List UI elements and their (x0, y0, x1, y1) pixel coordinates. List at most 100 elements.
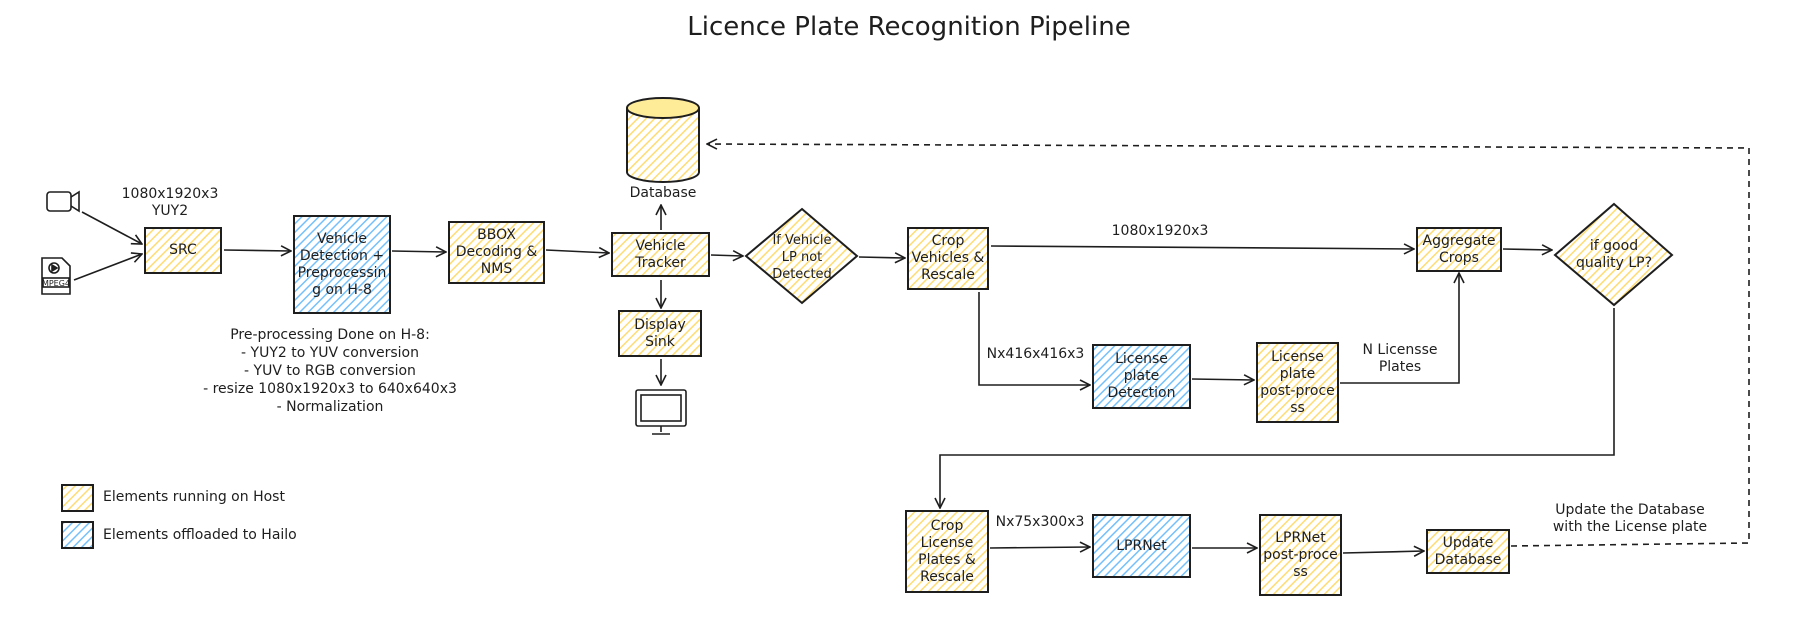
aggregate-line: Aggregate (1422, 232, 1496, 249)
lp-post-box (1256, 342, 1339, 423)
mpeg4-label: MPEG4 (42, 279, 70, 288)
lprnet-label: LPRNet (1116, 537, 1167, 554)
edge-lprnetpost-updatedb (1342, 551, 1424, 553)
update-db-note-line: Update the Database (1555, 502, 1705, 518)
crop-plates-line: Rescale (920, 568, 974, 585)
lprnet-post-line: post-proce (1263, 546, 1338, 563)
edge-file-src (73, 254, 142, 281)
src-meta-size: 1080x1920x3 (121, 186, 219, 202)
vehicle-detection-line: Vehicle (316, 230, 368, 247)
display-sink-box (618, 310, 702, 357)
preprocess-note-item: - YUY2 to YUV conversion (241, 345, 419, 361)
update-db-line: Update (1442, 534, 1494, 551)
src-meta-format: YUY2 (151, 203, 189, 219)
src-box (144, 227, 222, 274)
legend-hailo-swatch (61, 521, 94, 549)
good-quality-line: quality LP? (1575, 255, 1652, 271)
crop-plates-line: License (920, 534, 974, 551)
edge-aggregate-quality (1502, 249, 1552, 250)
if-lp-not-detected-label: If Vehicle LP not Detected (756, 226, 848, 288)
edge-camera-src (81, 211, 142, 244)
legend-host-label: Elements running on Host (103, 489, 285, 505)
lp-detection-line: Detection (1107, 385, 1176, 401)
vehicle-detection-line: g on H-8 (312, 281, 372, 298)
bbox-label: BBOX Decoding & NMS (449, 222, 544, 283)
edge-bbox-tracker (545, 250, 609, 253)
update-db-note-line: with the License plate (1552, 519, 1708, 535)
if-lp-line: Detected (772, 266, 832, 282)
crop-plates-box (905, 510, 989, 593)
database-icon (626, 97, 700, 183)
edge-lppost-aggregate (1340, 273, 1459, 384)
edge-label-line: Plates (1378, 359, 1422, 375)
bbox-line: Decoding & (455, 244, 538, 260)
edge-label-lppost-aggregate: N Licensse Plates (1350, 342, 1450, 376)
lp-post-line: License (1271, 348, 1324, 365)
legend-host-swatch (61, 484, 94, 512)
crop-vehicles-label: Crop Vehicles & Rescale (908, 228, 988, 289)
tracker-line: Tracker (635, 254, 686, 271)
src-meta: 1080x1920x3 YUY2 (115, 186, 225, 220)
tracker-box (611, 232, 710, 277)
edge-label-crop-lpdet: Nx416x416x3 (986, 346, 1085, 362)
edge-lpdet-lppost (1191, 379, 1254, 380)
crop-plates-line: Crop (930, 517, 964, 534)
update-db-line: Database (1434, 551, 1502, 568)
good-quality-label: if good quality LP? (1565, 232, 1663, 278)
crop-vehicles-line: Rescale (921, 267, 975, 283)
tracker-line: Vehicle (635, 237, 686, 254)
crop-vehicles-line: Crop (931, 233, 965, 249)
edge-label-line: N Licensse (1362, 342, 1438, 358)
lp-detection-line: plate (1123, 368, 1160, 384)
aggregate-crops-box (1416, 227, 1502, 272)
if-lp-not-detected-diamond (744, 207, 859, 305)
update-db-box (1426, 529, 1510, 574)
preprocess-note-item: - YUV to RGB conversion (244, 363, 416, 379)
aggregate-line: Crops (1439, 249, 1479, 266)
src-label: SRC (169, 242, 197, 258)
vehicle-detection-line: Preprocessin (297, 264, 387, 281)
lprnet-post-line: LPRNet (1275, 529, 1326, 546)
good-quality-diamond (1553, 202, 1674, 307)
mpeg4-file-icon (41, 257, 71, 295)
lprnet-post-line: ss (1293, 563, 1308, 580)
crop-vehicles-line: Vehicles & (911, 250, 985, 266)
preprocess-note-heading: Pre-processing Done on H-8: (230, 327, 430, 343)
edge-crop-aggregate (990, 246, 1414, 249)
edge-updatedb-database-dashed (707, 144, 1750, 547)
crop-vehicles-box (907, 227, 989, 290)
page-title: Licence Plate Recognition Pipeline (687, 12, 1131, 42)
edge-quality-cropplates (940, 308, 1615, 508)
camera-icon (46, 190, 80, 213)
lp-detection-label: License plate Detection (1093, 345, 1190, 408)
edge-label-crop-aggregate: 1080x1920x3 (1111, 223, 1209, 239)
edge-diamond-crop (858, 257, 905, 258)
preprocess-note-item: - resize 1080x1920x3 to 640x640x3 (203, 381, 457, 397)
bbox-box (448, 221, 545, 284)
crop-plates-label: Crop License Plates & Rescale (906, 511, 988, 592)
crop-plates-line: Plates & (918, 551, 976, 568)
bbox-line: NMS (480, 261, 513, 277)
if-lp-line: If Vehicle (772, 232, 832, 248)
vehicle-detection-line: Detection + (299, 247, 385, 264)
edge-cropplates-lprnet (989, 547, 1090, 548)
preprocess-note: Pre-processing Done on H-8: - YUY2 to YU… (190, 326, 470, 416)
vehicle-detection-label: Vehicle Detection + Preprocessin g on H-… (294, 216, 390, 313)
edge-detection-bbox (391, 251, 446, 252)
lp-detection-box (1092, 344, 1191, 409)
if-lp-line: LP not (781, 249, 823, 265)
display-sink-line: Sink (645, 333, 675, 350)
lp-detection-line: License (1115, 351, 1168, 367)
lprnet-box (1092, 514, 1191, 578)
display-sink-label: Display Sink (619, 311, 701, 356)
lp-post-line: ss (1290, 399, 1305, 416)
lp-post-label: License plate post-proce ss (1257, 343, 1338, 422)
tracker-label: Vehicle Tracker (612, 233, 709, 276)
vehicle-detection-box (293, 215, 391, 314)
edge-src-detection (223, 250, 291, 251)
update-db-note: Update the Database with the License pla… (1540, 502, 1720, 536)
lp-post-line: post-proce (1260, 382, 1335, 399)
legend-hailo-label: Elements offloaded to Hailo (103, 527, 297, 543)
lp-post-line: plate (1279, 365, 1316, 382)
